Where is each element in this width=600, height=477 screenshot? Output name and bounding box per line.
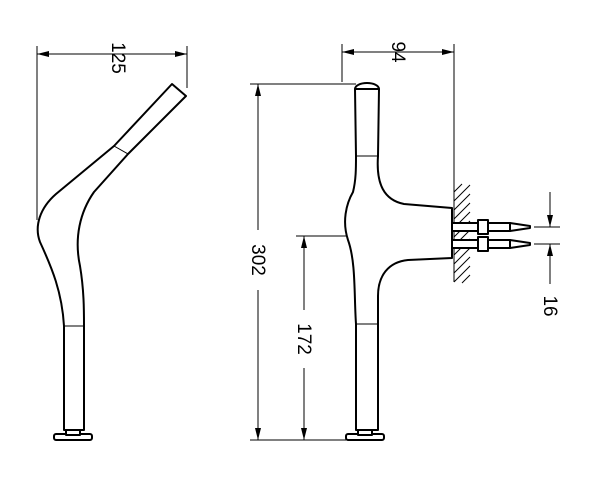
dim-16-label: 16: [539, 295, 560, 316]
dim-302-arrow-top: [255, 84, 261, 96]
dim-172-label: 172: [293, 323, 314, 355]
inlet-upper-fitting: [487, 222, 511, 232]
side-spout-joint: [113, 145, 129, 155]
inlet-lower-tip: [509, 239, 531, 249]
dim-125-arrow-right: [175, 51, 187, 57]
inlet-upper-nut: [477, 219, 489, 235]
wall-hatching: [453, 183, 471, 284]
dim-16-arrow-bottom: [547, 244, 553, 256]
dim-94-arrow-left: [342, 49, 354, 55]
dim-302-arrow-bottom: [255, 428, 261, 440]
dim-16-arrow-top: [547, 215, 553, 227]
dim-302-label: 302: [247, 244, 268, 276]
side-spout-body: [36, 83, 187, 431]
dim-172-arrow-top: [301, 236, 307, 248]
inlet-lower-fitting: [487, 239, 511, 249]
dim-125-label: 125: [107, 42, 128, 74]
dim-125-arrow-left: [37, 51, 49, 57]
front-valve-body: [344, 88, 453, 431]
inlet-hose-lower: [451, 236, 531, 252]
inlet-hose-upper: [451, 219, 531, 235]
side-view: 125: [36, 42, 188, 441]
inlet-upper-tube: [451, 222, 479, 232]
dim-94-label: 94: [387, 41, 408, 63]
dim-172-arrow-bottom: [301, 428, 307, 440]
inlet-lower-nut: [477, 236, 489, 252]
dim-94-arrow-right: [442, 49, 454, 55]
inlet-upper-tip: [509, 222, 531, 232]
front-view: 94 302 172 16: [247, 41, 560, 441]
inlet-lower-tube: [451, 239, 479, 249]
